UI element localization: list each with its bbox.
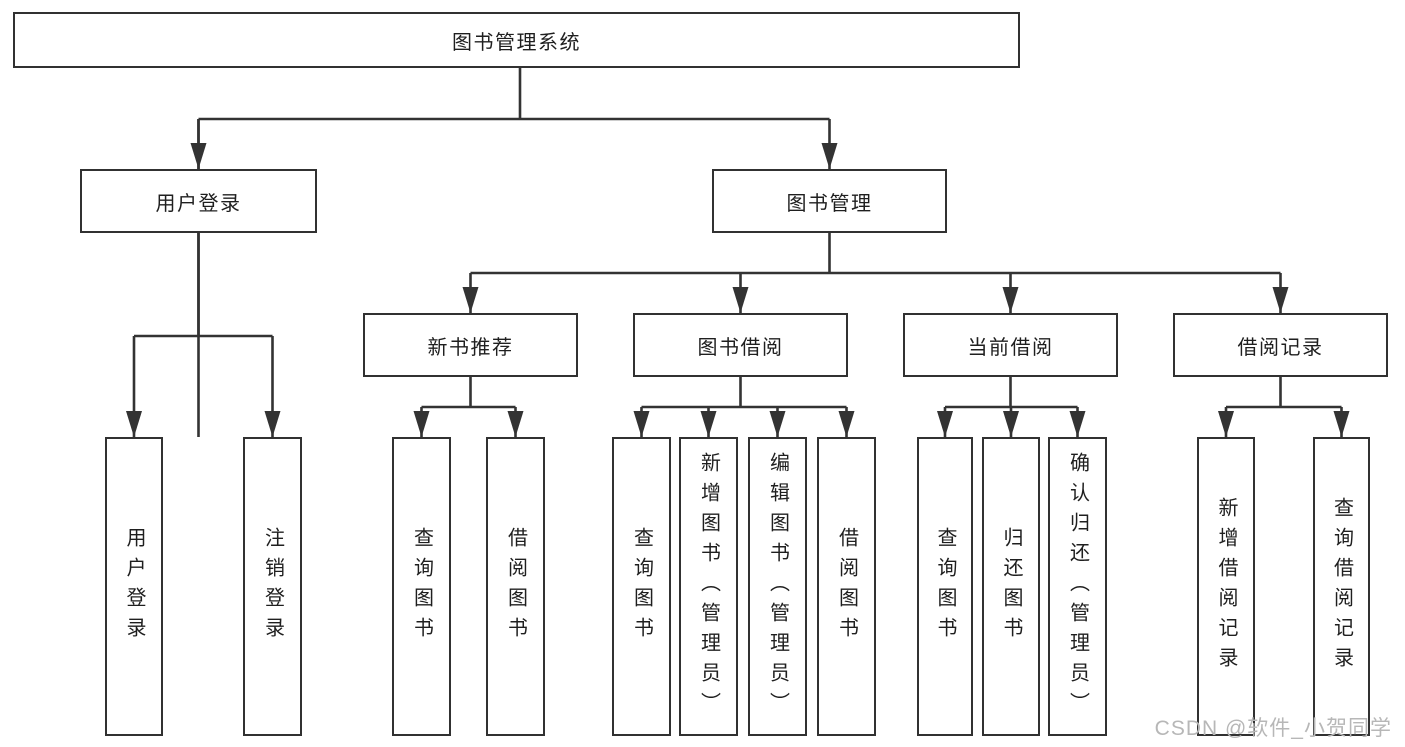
arrowheads [126, 143, 1350, 437]
node-current-borrowing: 当前借阅 [903, 313, 1118, 377]
leaf-newbooks-query-books: 查询图书 [392, 437, 451, 736]
node-user-login: 用户登录 [80, 169, 317, 233]
arrowhead [838, 411, 855, 437]
node-new-book-recommendation: 新书推荐 [363, 313, 578, 377]
connector-newbooks-to-leaves [420, 377, 517, 437]
connector-login-to-leaves [132, 233, 274, 437]
arrowhead [1218, 411, 1234, 437]
arrowhead [633, 411, 650, 437]
leaf-newbooks-borrow-books: 借阅图书 [486, 437, 545, 736]
leaf-records-query-record: 查询借阅记录 [1313, 437, 1370, 736]
arrowhead [732, 287, 749, 313]
connector-records-to-leaves [1224, 377, 1343, 437]
arrowhead [264, 411, 281, 437]
arrowhead [821, 143, 838, 169]
leaf-current-confirm-return-admin: 确认归还（管理员） [1048, 437, 1107, 736]
leaf-records-add-record: 新增借阅记录 [1197, 437, 1255, 736]
connector-borrowing-to-leaves [640, 377, 848, 437]
node-borrowing-records: 借阅记录 [1173, 313, 1388, 377]
leaf-borrowing-borrow-books: 借阅图书 [817, 437, 876, 736]
arrowhead [190, 143, 207, 169]
arrowhead [1069, 411, 1086, 437]
arrowhead [462, 287, 479, 313]
arrowhead [1272, 287, 1289, 313]
node-book-borrowing: 图书借阅 [633, 313, 848, 377]
arrowhead [126, 411, 142, 437]
csdn-watermark: CSDN @软件_小贺同学 [1154, 717, 1392, 740]
arrowhead [1333, 411, 1350, 437]
leaf-borrowing-add-books-admin: 新增图书（管理员） [679, 437, 738, 736]
leaf-logout-login: 注销登录 [243, 437, 302, 736]
arrowhead [413, 411, 430, 437]
arrowhead [700, 411, 717, 437]
node-book-management: 图书管理 [712, 169, 947, 233]
arrowhead [1003, 411, 1019, 437]
leaf-borrowing-query-books: 查询图书 [612, 437, 671, 736]
connector-mgmt-to-level3 [469, 233, 1282, 313]
node-library-management-system: 图书管理系统 [13, 12, 1020, 68]
arrowhead [769, 411, 786, 437]
leaf-current-return-books: 归还图书 [982, 437, 1040, 736]
leaf-current-query-books: 查询图书 [917, 437, 973, 736]
arrowhead [1002, 287, 1019, 313]
connector-root-to-level2 [197, 68, 831, 437]
leaf-user-login: 用户登录 [105, 437, 163, 736]
leaf-borrowing-edit-books-admin: 编辑图书（管理员） [748, 437, 807, 736]
arrowhead [507, 411, 524, 437]
arrowhead [937, 411, 953, 437]
